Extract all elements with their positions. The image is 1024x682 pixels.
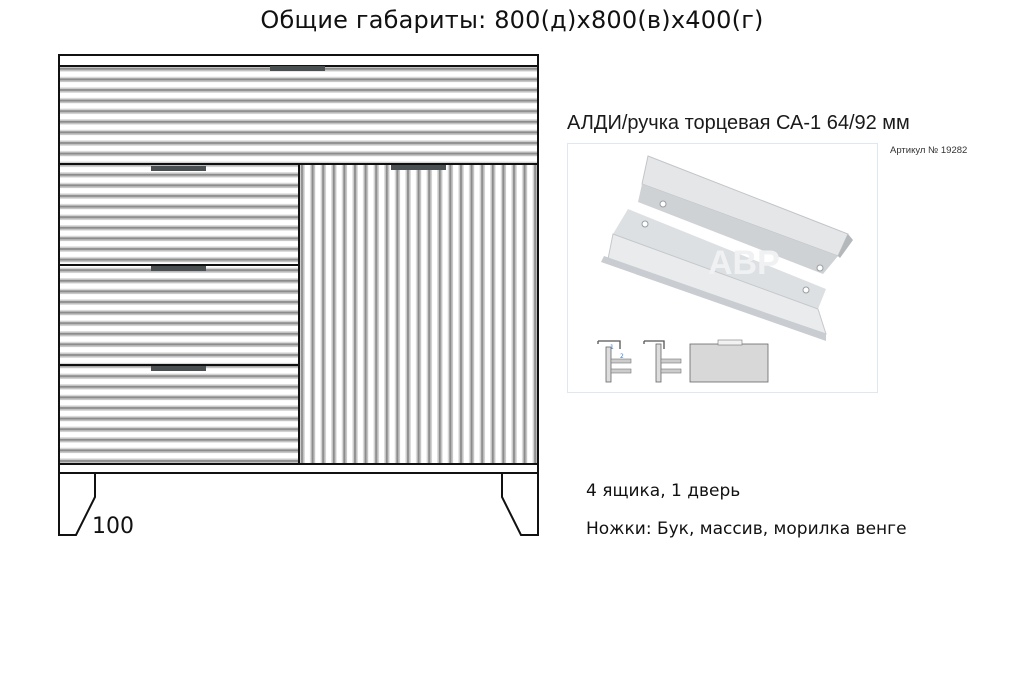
page-title: Общие габариты: 800(д)х800(в)х400(г): [260, 6, 764, 34]
door: [300, 165, 537, 463]
drawer-2: [60, 165, 298, 266]
left-leg: [58, 473, 96, 536]
article-number: Артикул № 19282: [890, 145, 968, 156]
product-title: АЛДИ/ручка торцевая СА-1 64/92 мм: [567, 112, 910, 134]
composition-text: 4 ящика, 1 дверь: [586, 481, 741, 501]
drawer-3-handle: [151, 266, 206, 271]
cabinet-drawing: [58, 54, 539, 536]
installation-diagram-2: [643, 340, 682, 383]
svg-text:2: 2: [620, 353, 624, 360]
drawer-3: [60, 266, 298, 366]
top-drawer-handle: [270, 66, 325, 71]
leg-height-label: 100: [92, 514, 134, 539]
installation-diagram-1: 1 2: [597, 340, 632, 383]
installation-diagram-3: [689, 339, 769, 383]
drawer-4-handle: [151, 366, 206, 371]
product-image: АВР 1 2: [567, 143, 878, 393]
aluminum-edge-handle-icon: АВР 1 2: [597, 155, 853, 383]
door-handle: [391, 165, 446, 170]
right-leg: [501, 473, 539, 536]
top-drawer: [60, 65, 537, 165]
legs-material-text: Ножки: Бук, массив, морилка венге: [586, 519, 907, 539]
svg-text:1: 1: [610, 344, 614, 351]
svg-text:АВР: АВР: [708, 244, 780, 282]
drawer-2-handle: [151, 166, 206, 171]
drawer-4: [60, 366, 298, 463]
